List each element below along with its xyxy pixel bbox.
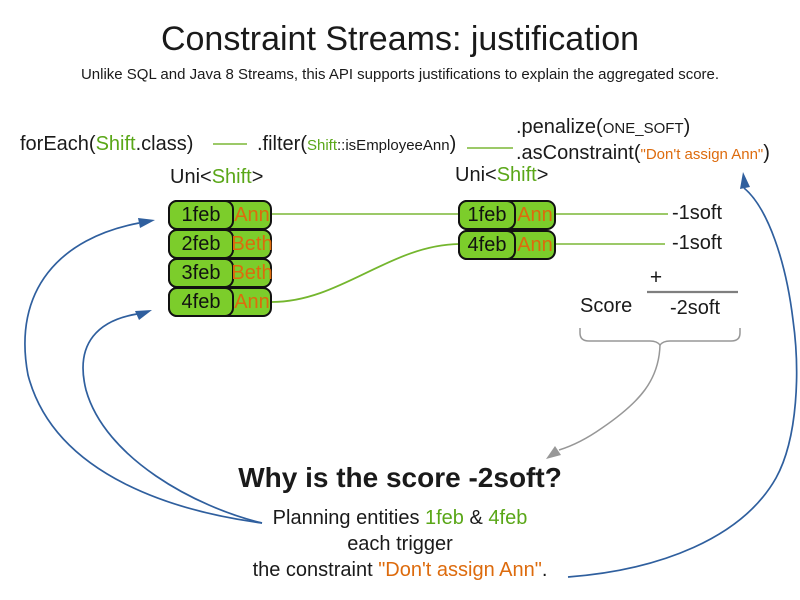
blue-arrowhead-constraint-icon [740, 172, 750, 189]
expl-constraint-name: "Don't assign Ann" [378, 559, 542, 581]
shift-date: 3feb [168, 258, 234, 288]
left-shift-row-4: 4feb Ann [168, 287, 272, 317]
right-uni-pre: Uni< [455, 164, 497, 186]
match-score-2: -1soft [672, 232, 723, 254]
shift-date: 4feb [458, 230, 516, 260]
blue-arrow-to-constraint [567, 187, 798, 578]
blue-arrowhead-4feb-icon [135, 310, 152, 320]
expl-entity-4feb: 4feb [488, 507, 528, 529]
code-foreach-post: .class) [135, 133, 194, 155]
gray-arrowhead-icon [546, 446, 561, 459]
shift-employee: Beth [231, 261, 273, 284]
right-shift-row-1: 1feb Ann [458, 200, 556, 230]
left-shift-row-2: 2feb Beth [168, 229, 273, 259]
shift-date: 1feb [458, 200, 516, 230]
code-asconstraint-arg: "Don't assign Ann" [640, 146, 764, 163]
left-uni-pre: Uni< [170, 166, 212, 188]
code-penalize-pre: .penalize( [516, 116, 603, 138]
code-foreach-arg: Shift [95, 133, 136, 155]
right-stream-type-label: Uni<Shift> [455, 164, 548, 187]
code-asconstraint-pre: .asConstraint( [516, 142, 641, 164]
expl-line3-post: . [541, 559, 548, 581]
code-filter-pre: .filter( [257, 133, 307, 155]
explanation-line-2: each trigger [347, 533, 453, 555]
plus-sign: + [649, 266, 663, 289]
green-connector-row4feb-curve [271, 243, 460, 303]
shift-date: 4feb [168, 287, 234, 317]
shift-date: 1feb [168, 200, 234, 230]
code-filter-post: ) [449, 133, 457, 155]
slide-subtitle: Unlike SQL and Java 8 Streams, this API … [80, 66, 720, 83]
slide-title: Constraint Streams: justification [160, 20, 640, 58]
left-uni-param: Shift [211, 166, 252, 188]
shift-employee: Ann [517, 233, 553, 256]
code-asconstraint-post: ) [763, 142, 770, 164]
explanation-line-1: Planning entities 1feb & 4feb [0, 507, 800, 530]
expl-line3-pre: the constraint [252, 559, 379, 581]
why-heading: Why is the score -2soft? [238, 462, 562, 493]
left-shift-row-1: 1feb Ann [168, 200, 272, 230]
code-filter: .filter(Shift::isEmployeeAnn) [257, 133, 456, 156]
blue-arrowhead-1feb-icon [138, 218, 155, 228]
code-penalize-post: ) [683, 116, 691, 138]
blue-arrow-to-4feb [82, 313, 263, 524]
gray-arrow-to-why [558, 344, 661, 451]
explanation-line-3: the constraint "Don't assign Ann". [0, 559, 800, 582]
code-asconstraint: .asConstraint("Don't assign Ann") [516, 142, 770, 165]
match-score-1: -1soft [672, 202, 723, 224]
left-shift-row-3: 3feb Beth [168, 258, 273, 288]
shift-date: 2feb [168, 229, 234, 259]
right-shift-row-2: 4feb Ann [458, 230, 556, 260]
code-filter-arg-type: Shift [307, 137, 338, 154]
left-uni-post: > [251, 166, 264, 188]
left-stream-type-label: Uni<Shift> [170, 166, 263, 189]
shift-employee: Ann [234, 290, 270, 313]
right-uni-post: > [536, 164, 549, 186]
code-penalize-arg: ONE_SOFT [602, 120, 684, 137]
expl-entity-1feb: 1feb [425, 507, 464, 529]
blue-arrow-to-1feb [24, 222, 263, 524]
code-penalize: .penalize(ONE_SOFT) [516, 116, 690, 139]
expl-line1-pre: Planning entities [272, 507, 425, 529]
shift-employee: Beth [231, 232, 273, 255]
score-brace [579, 328, 741, 347]
code-foreach-pre: forEach( [20, 133, 96, 155]
expl-line1-amp: & [463, 507, 489, 529]
code-filter-arg-rest: ::isEmployeeAnn [337, 137, 450, 154]
code-foreach: forEach(Shift.class) [20, 133, 193, 156]
shift-employee: Ann [517, 203, 553, 226]
score-label: Score [580, 295, 633, 317]
right-uni-param: Shift [496, 164, 537, 186]
total-score: -2soft [669, 297, 721, 319]
shift-employee: Ann [234, 203, 270, 226]
